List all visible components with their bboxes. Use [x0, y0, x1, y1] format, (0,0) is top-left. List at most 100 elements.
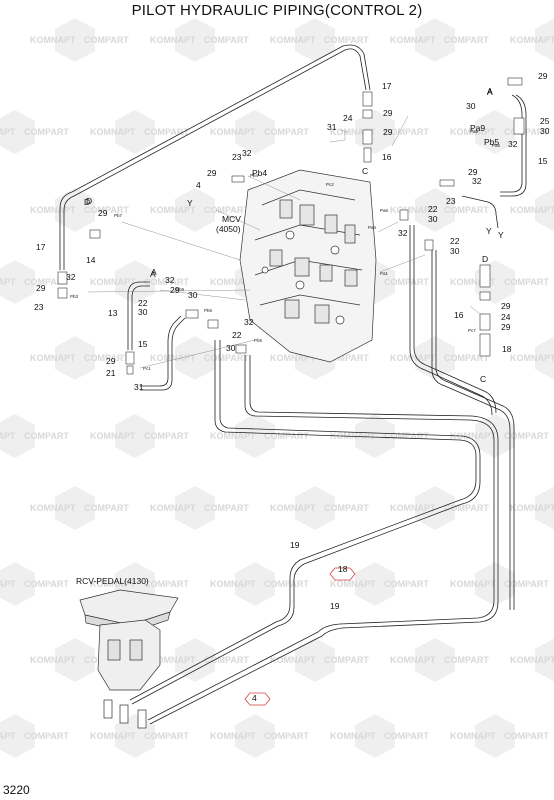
- watermark-text-a: KOMNAPT: [90, 277, 136, 287]
- connector-letter: D: [482, 254, 488, 264]
- port-label: Pc7: [468, 328, 476, 333]
- watermark-tile: KOMNAPT COMPART: [90, 110, 189, 154]
- watermark-text-a: KOMNAPT: [210, 431, 256, 441]
- watermark-tile: KOMNAPT COMPART: [150, 188, 249, 232]
- watermark-text-b: COMPART: [324, 353, 369, 363]
- watermark-text-b: COMPART: [264, 431, 309, 441]
- part-label: 19: [290, 540, 300, 550]
- rcv-pedal: [79, 589, 179, 729]
- watermark-text-a: KOMNAPT: [210, 277, 256, 287]
- part-label: 22: [138, 298, 148, 308]
- watermark-text-a: KOMNAPT: [90, 579, 136, 589]
- watermark-text-b: COMPART: [204, 503, 249, 513]
- watermark-text-b: COMPART: [444, 503, 489, 513]
- part-label: 22: [450, 236, 460, 246]
- part-label: 30: [138, 307, 148, 317]
- watermark-text-b: COMPART: [444, 655, 489, 665]
- watermark-text-b: COMPART: [24, 731, 69, 741]
- connector-letter: Y: [486, 226, 492, 236]
- watermark-text-a: KOMNAPT: [510, 503, 554, 513]
- watermark-text-b: COMPART: [144, 127, 189, 137]
- port-label: Pb3: [70, 294, 79, 299]
- part-label: 32: [242, 148, 252, 158]
- part-label: 30: [428, 214, 438, 224]
- part-label: 29: [383, 127, 393, 137]
- watermark-text-b: COMPART: [144, 579, 189, 589]
- part-label: 23: [446, 196, 456, 206]
- port-label: Pa1: [380, 271, 389, 276]
- watermark-text-b: COMPART: [504, 127, 549, 137]
- mcv-label: MCV(4050): [216, 214, 241, 234]
- watermark-text-b: COMPART: [264, 731, 309, 741]
- part-label: 30: [540, 126, 550, 136]
- watermark-text-a: KOMNAPT: [330, 579, 376, 589]
- watermark-tile: KOMNAPT COMPART: [330, 714, 429, 758]
- part-label: 30: [450, 246, 460, 256]
- part-label: 24: [501, 312, 511, 322]
- part-label: 29: [36, 283, 46, 293]
- hose-lines: [59, 44, 527, 725]
- connector-letter: A: [487, 87, 493, 97]
- part-label: D: [86, 196, 92, 206]
- watermark-text-a: KOMNAPT: [390, 205, 436, 215]
- watermark-tile: KOMNAPT COMPART: [330, 562, 429, 606]
- watermark-text-b: COMPART: [384, 731, 429, 741]
- part-label: 29: [98, 208, 108, 218]
- watermark-text-b: COMPART: [24, 431, 69, 441]
- watermark-text-a: KOMNAPT: [390, 35, 436, 45]
- watermark-text-b: COMPART: [504, 731, 549, 741]
- mcv-label-line: (4050): [216, 224, 241, 234]
- port-label: Pb5: [254, 338, 263, 343]
- watermark-text-a: KOMNAPT: [450, 431, 496, 441]
- part-label: 30: [466, 101, 476, 111]
- mcv-label-line: MCV: [222, 214, 241, 224]
- watermark-text-b: COMPART: [384, 127, 429, 137]
- part-label: 32: [398, 228, 408, 238]
- part-label: 15: [538, 156, 548, 166]
- fittings: [57, 77, 525, 375]
- watermark-text-a: KOMNAPT: [330, 731, 376, 741]
- part-label: 31: [327, 122, 337, 132]
- watermark-text-a: KOMNAPT: [30, 205, 76, 215]
- watermark-text-a: KOMNAPT: [450, 127, 496, 137]
- connector-letter: Y: [187, 198, 193, 208]
- page-title: PILOT HYDRAULIC PIPING(CONTROL 2): [131, 2, 423, 19]
- port-label: Pa5: [492, 143, 501, 148]
- watermark-tile: KOMNAPT COMPART: [450, 110, 549, 154]
- watermark-text-a: KOMNAPT: [510, 35, 554, 45]
- watermark-text-a: KOMNAPT: [90, 731, 136, 741]
- part-label: 24: [343, 113, 353, 123]
- watermark-text-b: COMPART: [24, 127, 69, 137]
- watermark-text-b: COMPART: [84, 353, 129, 363]
- watermark-text-a: KOMNAPT: [150, 35, 196, 45]
- watermark-text-b: COMPART: [204, 205, 249, 215]
- watermark-text-b: COMPART: [84, 205, 129, 215]
- watermark-text-a: KOMNAPT: [90, 127, 136, 137]
- part-label: 29: [501, 301, 511, 311]
- watermark-text-b: COMPART: [384, 431, 429, 441]
- watermark-text-b: COMPART: [384, 579, 429, 589]
- watermark-text-b: COMPART: [504, 579, 549, 589]
- port-label: Pb4: [250, 173, 259, 178]
- rcv-pedal-label: RCV-PEDAL(4130): [76, 576, 149, 586]
- connector-letter: C: [480, 374, 486, 384]
- watermark-text-a: KOMNAPT: [150, 205, 196, 215]
- leader-lines: [87, 115, 481, 369]
- part-label: 16: [382, 152, 392, 162]
- part-label: 29: [468, 167, 478, 177]
- mcv-valve-block: [239, 169, 377, 363]
